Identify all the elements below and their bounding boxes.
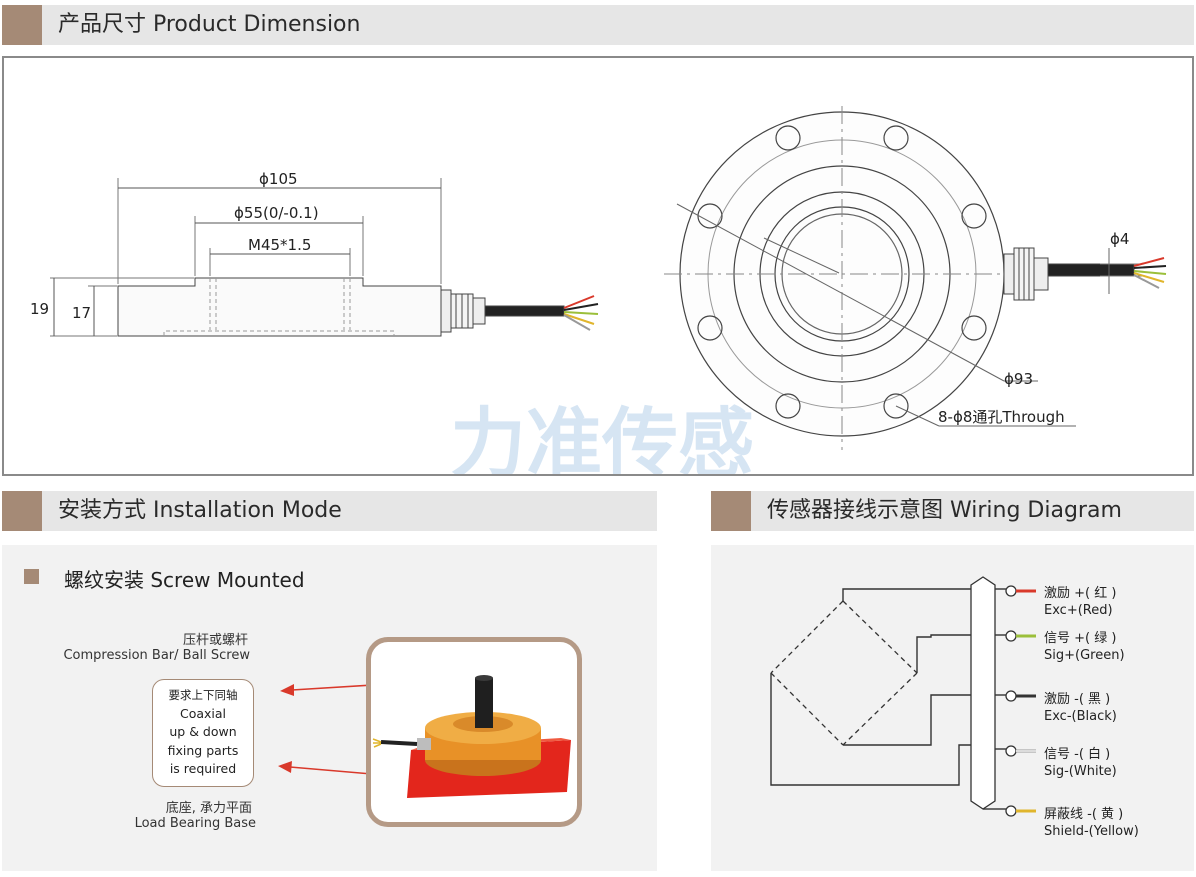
- base-hidden-line: [163, 330, 395, 336]
- side-cable-gland: [440, 289, 565, 333]
- wire-label-exc-minus-en: Exc-(Black): [1044, 709, 1117, 724]
- wire-label-shield-cn: 屏蔽线 -( 黄 ): [1044, 807, 1124, 822]
- dim-line-phi93: [676, 203, 1005, 382]
- bolt-hole: [883, 393, 909, 419]
- bolt-hole: [697, 315, 723, 341]
- terminal-sig-minus: [1005, 745, 1036, 757]
- product-photo: [372, 675, 571, 798]
- dimension-section-title: 产品尺寸 Product Dimension: [58, 12, 361, 37]
- dimension-panel: 力准传感: [2, 56, 1194, 476]
- wiring-section-title: 传感器接线示意图 Wiring Diagram: [767, 498, 1122, 523]
- wiring-section-header: 传感器接线示意图 Wiring Diagram: [711, 491, 1194, 531]
- dim-phi93-label: ϕ93: [1004, 370, 1033, 388]
- cable: [380, 740, 418, 746]
- cable-wire-tips: [372, 738, 382, 748]
- bolt-hole: [883, 125, 909, 151]
- dim-m45-label: M45*1.5: [248, 236, 311, 254]
- top-cable-wires: [1133, 257, 1167, 289]
- coaxial-note-line: 要求上下同轴: [168, 688, 238, 702]
- side-cable-wires: [563, 295, 599, 331]
- wiring-diagram: [770, 576, 1036, 817]
- wire-label-sig-minus-cn: 信号 -( 白 ): [1044, 747, 1111, 762]
- bolt-hole: [961, 203, 987, 229]
- wiring-panel: 激励 +( 红 ) Exc+(Red) 信号 +( 绿 ) Sig+(Green…: [711, 545, 1194, 871]
- base-label-cn: 底座, 承力平面: [165, 801, 252, 816]
- rod-label-en: Compression Bar/ Ball Screw: [63, 648, 250, 663]
- bolt-hole: [775, 393, 801, 419]
- wire-label-shield-en: Shield-(Yellow): [1044, 824, 1139, 839]
- wire-label-exc-minus-cn: 激励 -( 黑 ): [1044, 692, 1111, 707]
- side-view-body: [117, 277, 442, 337]
- top-cable-gland: [1003, 247, 1144, 301]
- mode-bullet: [24, 569, 39, 584]
- dim-holes-label: 8-ϕ8通孔Through: [938, 408, 1065, 426]
- bridge-wires: [770, 588, 1007, 810]
- wire-label-exc-plus-en: Exc+(Red): [1044, 603, 1113, 618]
- top-view: [664, 106, 1076, 450]
- dim-h19-label: 19: [30, 300, 49, 318]
- installation-section-title: 安装方式 Installation Mode: [58, 498, 342, 523]
- header-accent: [2, 491, 42, 531]
- connector-bar: [970, 576, 996, 810]
- coaxial-note-line: Coaxial: [179, 705, 227, 721]
- terminal-shield: [1005, 805, 1036, 817]
- leader-holes: [895, 405, 940, 427]
- rod-label-cn: 压杆或螺杆: [182, 633, 248, 648]
- wire-label-sig-plus-cn: 信号 +( 绿 ): [1044, 631, 1117, 646]
- wire-label-sig-minus-en: Sig-(White): [1044, 764, 1117, 779]
- wheatstone-bridge: [770, 600, 918, 746]
- header-accent: [2, 5, 42, 45]
- base-arrow-head: [278, 761, 292, 773]
- bolt-hole: [697, 203, 723, 229]
- bolt-hole: [961, 315, 987, 341]
- wire-label-exc-plus-cn: 激励 +( 红 ): [1044, 586, 1117, 601]
- terminal-sig-plus: [1005, 630, 1036, 642]
- dim-phi55-label: ϕ55(0/-0.1): [234, 204, 319, 222]
- installation-section-header: 安装方式 Installation Mode: [2, 491, 657, 531]
- base-label-en: Load Bearing Base: [134, 816, 256, 831]
- coaxial-note-line: fixing parts: [167, 742, 239, 758]
- cable-gland: [417, 738, 431, 750]
- header-accent: [711, 491, 751, 531]
- loading-rod: [475, 678, 493, 728]
- terminal-exc-minus: [1005, 690, 1036, 702]
- dim-ext: [763, 237, 840, 274]
- loading-rod-top: [475, 675, 493, 681]
- coaxial-note-line: is required: [169, 761, 237, 776]
- watermark: 力准传感: [450, 399, 754, 474]
- dimension-section-header: 产品尺寸 Product Dimension: [2, 5, 1194, 45]
- wire-terminals: [1005, 585, 1036, 817]
- coaxial-note-line: up & down: [169, 724, 237, 739]
- dimension-drawing: 力准传感: [30, 106, 1167, 474]
- bolt-hole: [775, 125, 801, 151]
- mode-title: 螺纹安装 Screw Mounted: [64, 568, 305, 592]
- terminal-exc-plus: [1005, 585, 1036, 597]
- wire-label-sig-plus-en: Sig+(Green): [1044, 648, 1125, 663]
- rod-arrow-head: [280, 684, 294, 696]
- installation-panel: 螺纹安装 Screw Mounted 压杆或螺杆 Compression Bar…: [2, 545, 657, 871]
- dim-h17-label: 17: [72, 304, 91, 322]
- product-photo-frame: [366, 637, 582, 827]
- coaxial-note-box: 要求上下同轴 Coaxial up & down fixing parts is…: [152, 679, 254, 787]
- dim-phi105-label: ϕ105: [259, 170, 298, 188]
- dim-phi4-label: ϕ4: [1110, 230, 1129, 248]
- side-view: [50, 178, 442, 337]
